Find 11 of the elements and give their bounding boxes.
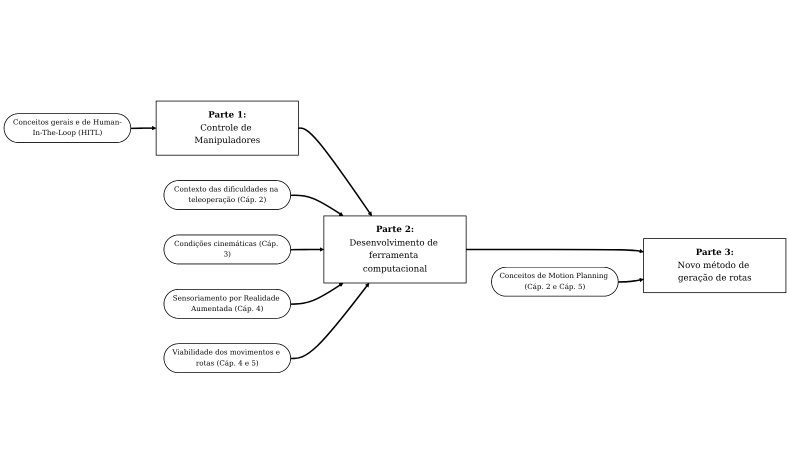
arrow [290, 194, 344, 216]
node-box: Parte 1: Controle de Manipuladores [156, 100, 299, 156]
arrow [298, 126, 372, 216]
node-box: Parte 3: Novo método de geração de rotas [643, 238, 786, 293]
arrow [618, 277, 644, 282]
arrow [290, 282, 370, 359]
arrow [130, 126, 156, 130]
arrow [466, 248, 644, 253]
arrow [290, 282, 344, 304]
arrow [290, 246, 324, 252]
node-box: Parte 2: Desenvolvimento de ferramenta computacional [323, 215, 467, 283]
